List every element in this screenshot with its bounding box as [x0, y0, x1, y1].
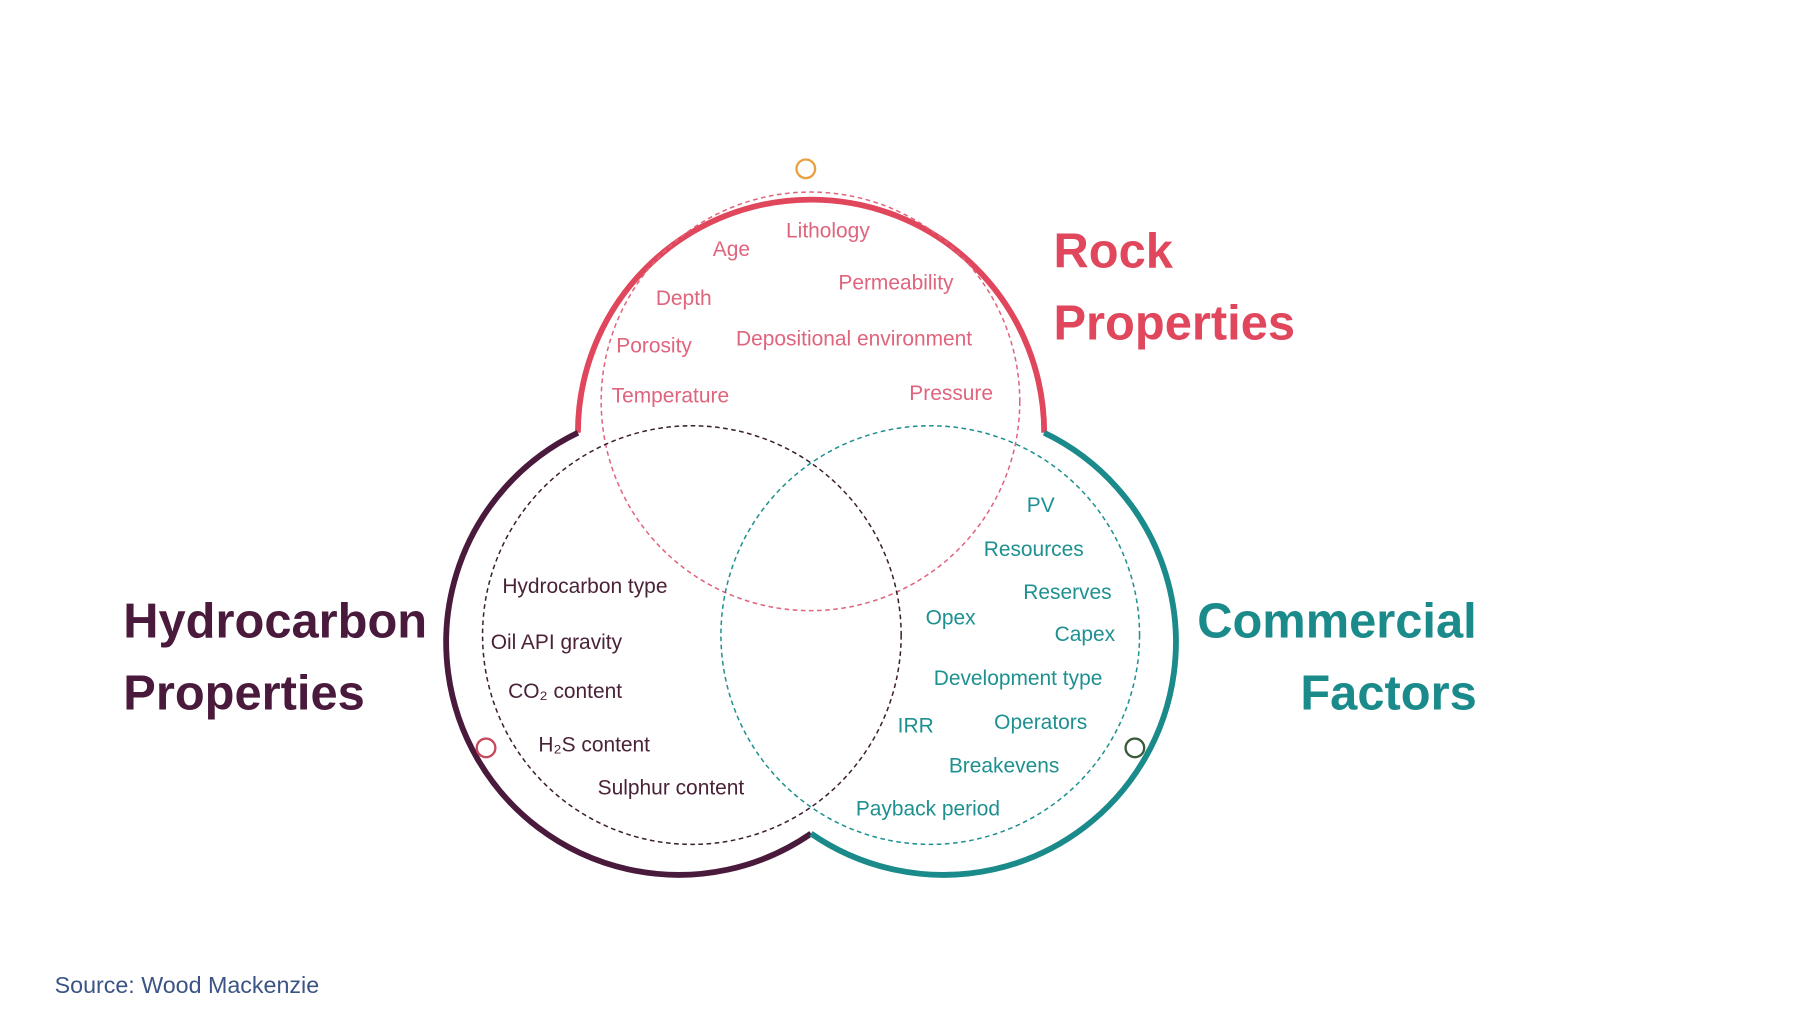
rock-item: Temperature [612, 385, 729, 408]
commercial-outer-arc [809, 430, 1179, 878]
hydrocarbon-item: CO₂ content [508, 680, 622, 703]
hydrocarbon-item: Sulphur content [598, 776, 745, 799]
rock-item: Lithology [786, 219, 870, 242]
left-node-dot [475, 737, 497, 759]
hydrocarbon-title-line1: Hydrocarbon [123, 594, 427, 648]
hydrocarbon-item: Hydrocarbon type [502, 575, 667, 598]
rock-title-line2: Properties [1053, 297, 1295, 351]
rock-item: Depth [656, 287, 712, 310]
hydrocarbon-item: H₂S content [538, 733, 650, 756]
rock-item: Porosity [616, 335, 692, 358]
commercial-title-line2: Factors [1300, 666, 1476, 720]
commercial-item: PV [1027, 494, 1055, 517]
commercial-title-line1: Commercial [1197, 594, 1477, 648]
hydrocarbon-item: Oil API gravity [491, 631, 623, 654]
rock-outer-arc [575, 196, 1048, 433]
commercial-item: Capex [1055, 623, 1116, 646]
commercial-item: Operators [994, 711, 1087, 734]
hydrocarbon-dashed-circle [481, 425, 902, 846]
hydrocarbon-outer-arc [443, 430, 813, 878]
commercial-item: Resources [984, 538, 1084, 561]
commercial-item: Breakevens [949, 754, 1059, 777]
rock-dashed-circle [600, 191, 1021, 612]
commercial-item: Opex [926, 607, 977, 630]
commercial-item: Payback period [856, 797, 1000, 820]
rock-item: Depositional environment [736, 328, 972, 351]
top-node-dot [795, 158, 817, 180]
rock-title-line1: Rock [1053, 225, 1173, 279]
commercial-item: Development type [934, 667, 1103, 690]
commercial-item: IRR [898, 715, 934, 738]
rock-item: Permeability [838, 272, 954, 295]
commercial-item: Reserves [1023, 581, 1111, 604]
commercial-dashed-circle [720, 425, 1141, 846]
source-note: Source: Wood Mackenzie [55, 972, 320, 998]
hydrocarbon-title-line2: Properties [123, 666, 365, 720]
right-node-dot [1124, 737, 1146, 759]
rock-item: Pressure [909, 382, 993, 405]
rock-item: Age [713, 238, 750, 261]
